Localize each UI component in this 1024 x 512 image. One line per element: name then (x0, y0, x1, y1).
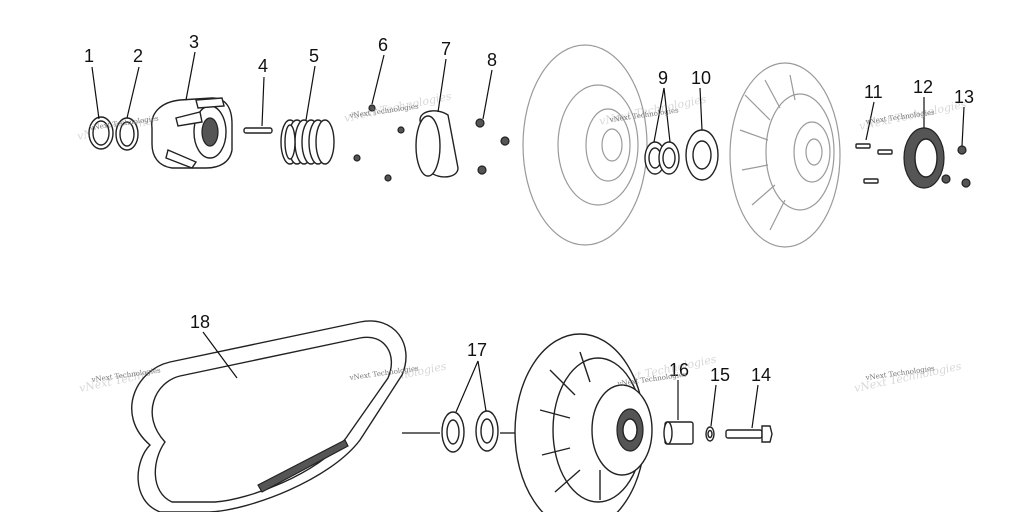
callout-12: 12 (913, 77, 933, 97)
part-4-pin (243, 127, 273, 134)
callout-3: 3 (189, 32, 199, 52)
callout-1: 1 (84, 46, 94, 66)
callout-2: 2 (133, 46, 143, 66)
part-7-band (415, 110, 459, 178)
part-10-washer (685, 129, 719, 181)
callout-11: 11 (864, 82, 883, 102)
part-17-washers (402, 410, 520, 453)
leader-lines (91, 51, 965, 429)
part-14-bolt (725, 425, 773, 443)
part-9-washers (644, 141, 680, 175)
callout-15: 15 (710, 365, 730, 385)
callout-6: 6 (378, 35, 388, 55)
part-6-buttons (353, 104, 405, 182)
part-16-bushing (663, 421, 694, 445)
drive-sheave-finned (729, 62, 841, 248)
part-5-spring (280, 119, 335, 165)
callout-4: 4 (258, 56, 268, 76)
callout-18: 18 (190, 312, 210, 332)
callout-14: 14 (751, 365, 771, 385)
driven-sheave (514, 333, 653, 512)
part-15-washer (705, 426, 715, 442)
part-11-bolts (855, 143, 893, 184)
callout-5: 5 (309, 46, 319, 66)
callout-7: 7 (441, 39, 451, 59)
drive-sheave-fixed (522, 44, 648, 246)
callout-numbers: 1 2 3 4 5 6 7 8 9 10 11 12 13 14 15 16 1… (84, 32, 974, 385)
callout-10: 10 (691, 68, 711, 88)
part-13-nuts (941, 145, 971, 188)
callout-8: 8 (487, 50, 497, 70)
callout-9: 9 (658, 68, 668, 88)
part-3-cam (151, 97, 233, 169)
callout-17: 17 (467, 340, 487, 360)
part-18-drive-belt (131, 320, 407, 512)
part-8-bolts (475, 118, 510, 175)
callout-13: 13 (954, 87, 974, 107)
part-12-cover (903, 127, 945, 189)
callout-16: 16 (669, 360, 689, 380)
part-1-snap-ring (88, 116, 114, 150)
